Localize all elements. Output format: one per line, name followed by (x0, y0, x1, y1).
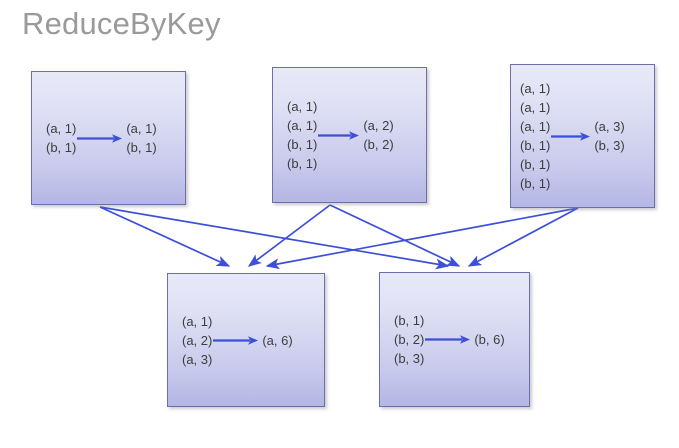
kv-pair: (a, 1) (287, 99, 318, 114)
partition-box-2[interactable]: (a, 1) (a, 1) (b, 1) (b, 1) (a, 2) (b, 2… (272, 67, 427, 203)
kv-pair: (b, 6) (474, 332, 505, 347)
kv-pair: (b, 3) (594, 138, 625, 153)
partition-3-outputs: (a, 3) (b, 3) (592, 117, 624, 155)
reducer-b-outputs: (b, 6) (472, 330, 504, 349)
edge-p1-ra (99, 206, 231, 267)
kv-pair: (a, 2) (363, 118, 394, 133)
kv-pair: (b, 1) (287, 137, 318, 152)
kv-pair: (b, 1) (520, 176, 551, 191)
reducer-a-outputs: (a, 6) (260, 331, 292, 350)
kv-pair: (b, 1) (520, 157, 551, 172)
reduce-arrow-a (212, 334, 260, 346)
edge-p1-rb (99, 206, 450, 270)
kv-pair: (a, 3) (594, 119, 625, 134)
reducer-a-inputs: (a, 1) (a, 2) (a, 3) (168, 312, 212, 369)
edge-p3-rb (467, 207, 579, 267)
kv-pair: (b, 2) (394, 332, 425, 347)
reduce-arrow-b (424, 334, 472, 346)
reduce-arrow-1 (76, 132, 124, 144)
kv-pair: (a, 2) (182, 332, 213, 348)
reduce-arrow-2 (317, 129, 361, 141)
kv-pair: (a, 1) (46, 121, 77, 136)
kv-pair: (b, 1) (126, 140, 157, 155)
partition-1-inputs: (a, 1) (b, 1) (32, 119, 76, 157)
reducer-box-a[interactable]: (a, 1) (a, 2) (a, 3) (a, 6) (167, 273, 325, 407)
kv-pair: (b, 1) (520, 138, 551, 153)
kv-pair: (a, 6) (262, 332, 293, 348)
kv-pair: (a, 1) (126, 121, 157, 136)
partition-2-outputs: (a, 2) (b, 2) (361, 116, 393, 154)
edge-p2-rb (329, 204, 461, 267)
partition-2-inputs: (a, 1) (a, 1) (b, 1) (b, 1) (273, 97, 317, 173)
partition-1-outputs: (a, 1) (b, 1) (124, 119, 156, 157)
reducer-box-b[interactable]: (b, 1) (b, 2) (b, 3) (b, 6) (379, 272, 530, 407)
partition-3-inputs: (a, 1) (a, 1) (a, 1) (b, 1) (b, 1) (b, 1… (511, 79, 550, 193)
kv-pair: (a, 1) (520, 100, 551, 115)
kv-pair: (a, 1) (287, 118, 318, 133)
partition-box-1[interactable]: (a, 1) (b, 1) (a, 1) (b, 1) (31, 71, 186, 205)
kv-pair: (a, 1) (520, 81, 551, 96)
page-title: ReduceByKey (22, 6, 221, 41)
kv-pair: (a, 1) (182, 313, 213, 329)
kv-pair: (b, 1) (46, 140, 77, 155)
edge-p2-ra (247, 204, 331, 267)
reduce-arrow-3 (550, 130, 592, 142)
reducer-b-inputs: (b, 1) (b, 2) (b, 3) (380, 311, 424, 368)
kv-pair: (a, 3) (182, 351, 213, 367)
partition-box-3[interactable]: (a, 1) (a, 1) (a, 1) (b, 1) (b, 1) (b, 1… (510, 64, 655, 208)
kv-pair: (b, 3) (394, 351, 425, 366)
kv-pair: (a, 1) (520, 119, 551, 134)
kv-pair: (b, 1) (394, 313, 425, 328)
kv-pair: (b, 1) (287, 156, 318, 171)
kv-pair: (b, 2) (363, 137, 394, 152)
edge-p3-ra (265, 207, 579, 270)
